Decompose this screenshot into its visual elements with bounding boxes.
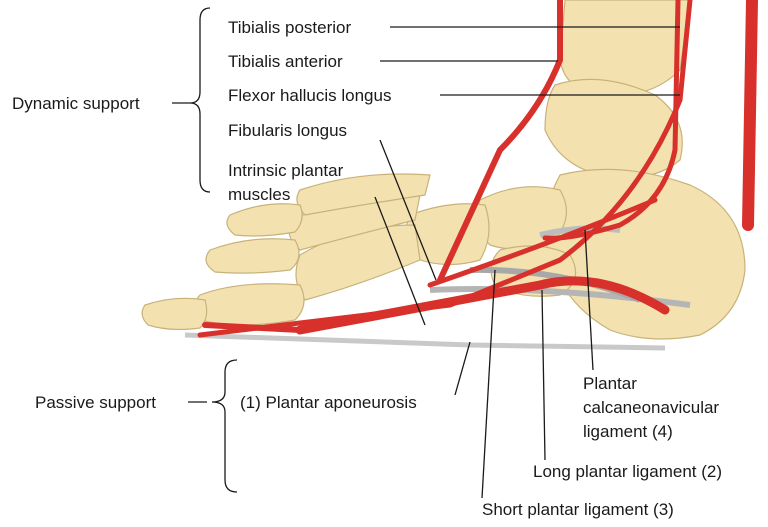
phalanx-bone	[227, 204, 302, 236]
calcaneus-bone	[545, 169, 745, 339]
passive-support-label: Passive support	[35, 392, 156, 413]
fibularis-longus-label: Fibularis longus	[228, 120, 347, 141]
plantar-aponeurosis-label: (1) Plantar aponeurosis	[240, 392, 417, 413]
dynamic-support-label: Dynamic support	[12, 93, 140, 114]
leader-plantar-aponeurosis	[455, 342, 470, 395]
phalanx-bone	[142, 298, 207, 329]
passive-brace	[212, 360, 237, 492]
dynamic-brace	[190, 8, 210, 192]
tibialis-posterior-label: Tibialis posterior	[228, 17, 351, 38]
long-plantar-ligament-label: Long plantar ligament (2)	[533, 461, 722, 482]
short-plantar-ligament-label: Short plantar ligament (3)	[482, 499, 674, 520]
leader-short-plantar	[482, 270, 495, 498]
calcaneonavicular-label-line2: calcaneonavicular	[583, 397, 719, 418]
calcaneonavicular-label-line1: Plantar	[583, 373, 637, 394]
plantar-aponeurosis-band	[185, 335, 665, 348]
tibialis-anterior-label: Tibialis anterior	[228, 51, 343, 72]
leader-long-plantar	[542, 290, 545, 460]
posterior-leg-muscle	[748, 0, 752, 225]
intrinsic-plantar-label-line2: muscles	[228, 184, 290, 205]
phalanx-bone	[194, 284, 304, 325]
talus-bone	[545, 79, 682, 177]
flexor-hallucis-longus-label: Flexor hallucis longus	[228, 85, 391, 106]
phalanx-bone	[206, 239, 299, 273]
calcaneonavicular-label-line3: ligament (4)	[583, 421, 673, 442]
intrinsic-plantar-label-line1: Intrinsic plantar	[228, 160, 343, 181]
